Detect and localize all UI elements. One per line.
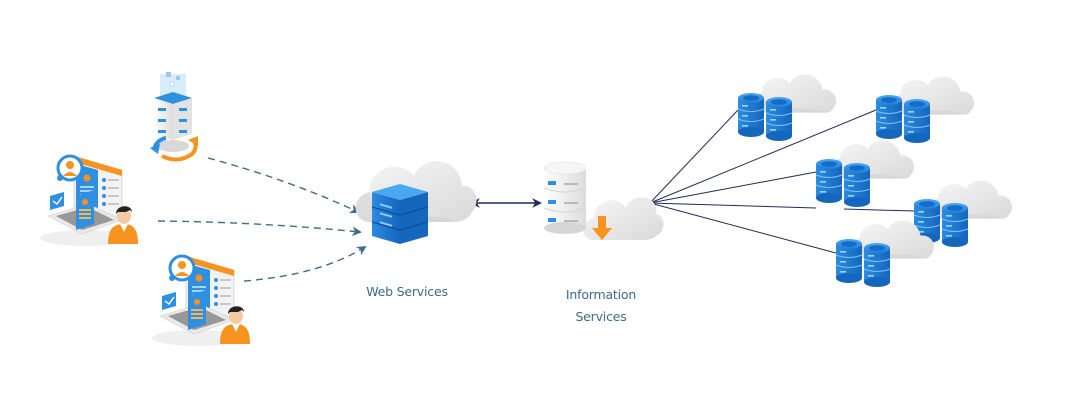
line-info-to-db1 xyxy=(649,109,739,204)
line-info-to-db2 xyxy=(649,109,877,204)
line-info-to-db5 xyxy=(649,202,837,254)
cloud-database-icon xyxy=(738,75,836,141)
database-cloud-download-icon xyxy=(543,161,664,240)
database-connections xyxy=(649,109,915,254)
dashed-arrow-server-to-web xyxy=(207,157,360,214)
dashed-arrow-workstation2-to-web xyxy=(243,245,367,282)
line-info-to-db4b xyxy=(843,208,915,212)
cloud-server-icon xyxy=(355,161,477,244)
user-laptop-icon xyxy=(38,154,140,248)
dashed-arrow-workstation1-to-web xyxy=(157,220,362,237)
line-info-to-db3 xyxy=(649,171,817,204)
information-services-label-line2: Services xyxy=(575,309,627,324)
cloud-database-icon xyxy=(914,181,1012,247)
server-sync-icon xyxy=(150,72,198,162)
line-info-to-db4a xyxy=(649,202,817,209)
user-laptop-icon xyxy=(150,254,252,348)
cloud-database-icon xyxy=(876,77,974,143)
web-services-label: Web Services xyxy=(366,284,448,299)
information-services-label-line1: Information xyxy=(565,287,637,302)
cloud-database-icon xyxy=(816,141,914,207)
client-connections xyxy=(157,157,367,282)
information-services-label: Information Services xyxy=(545,284,657,328)
